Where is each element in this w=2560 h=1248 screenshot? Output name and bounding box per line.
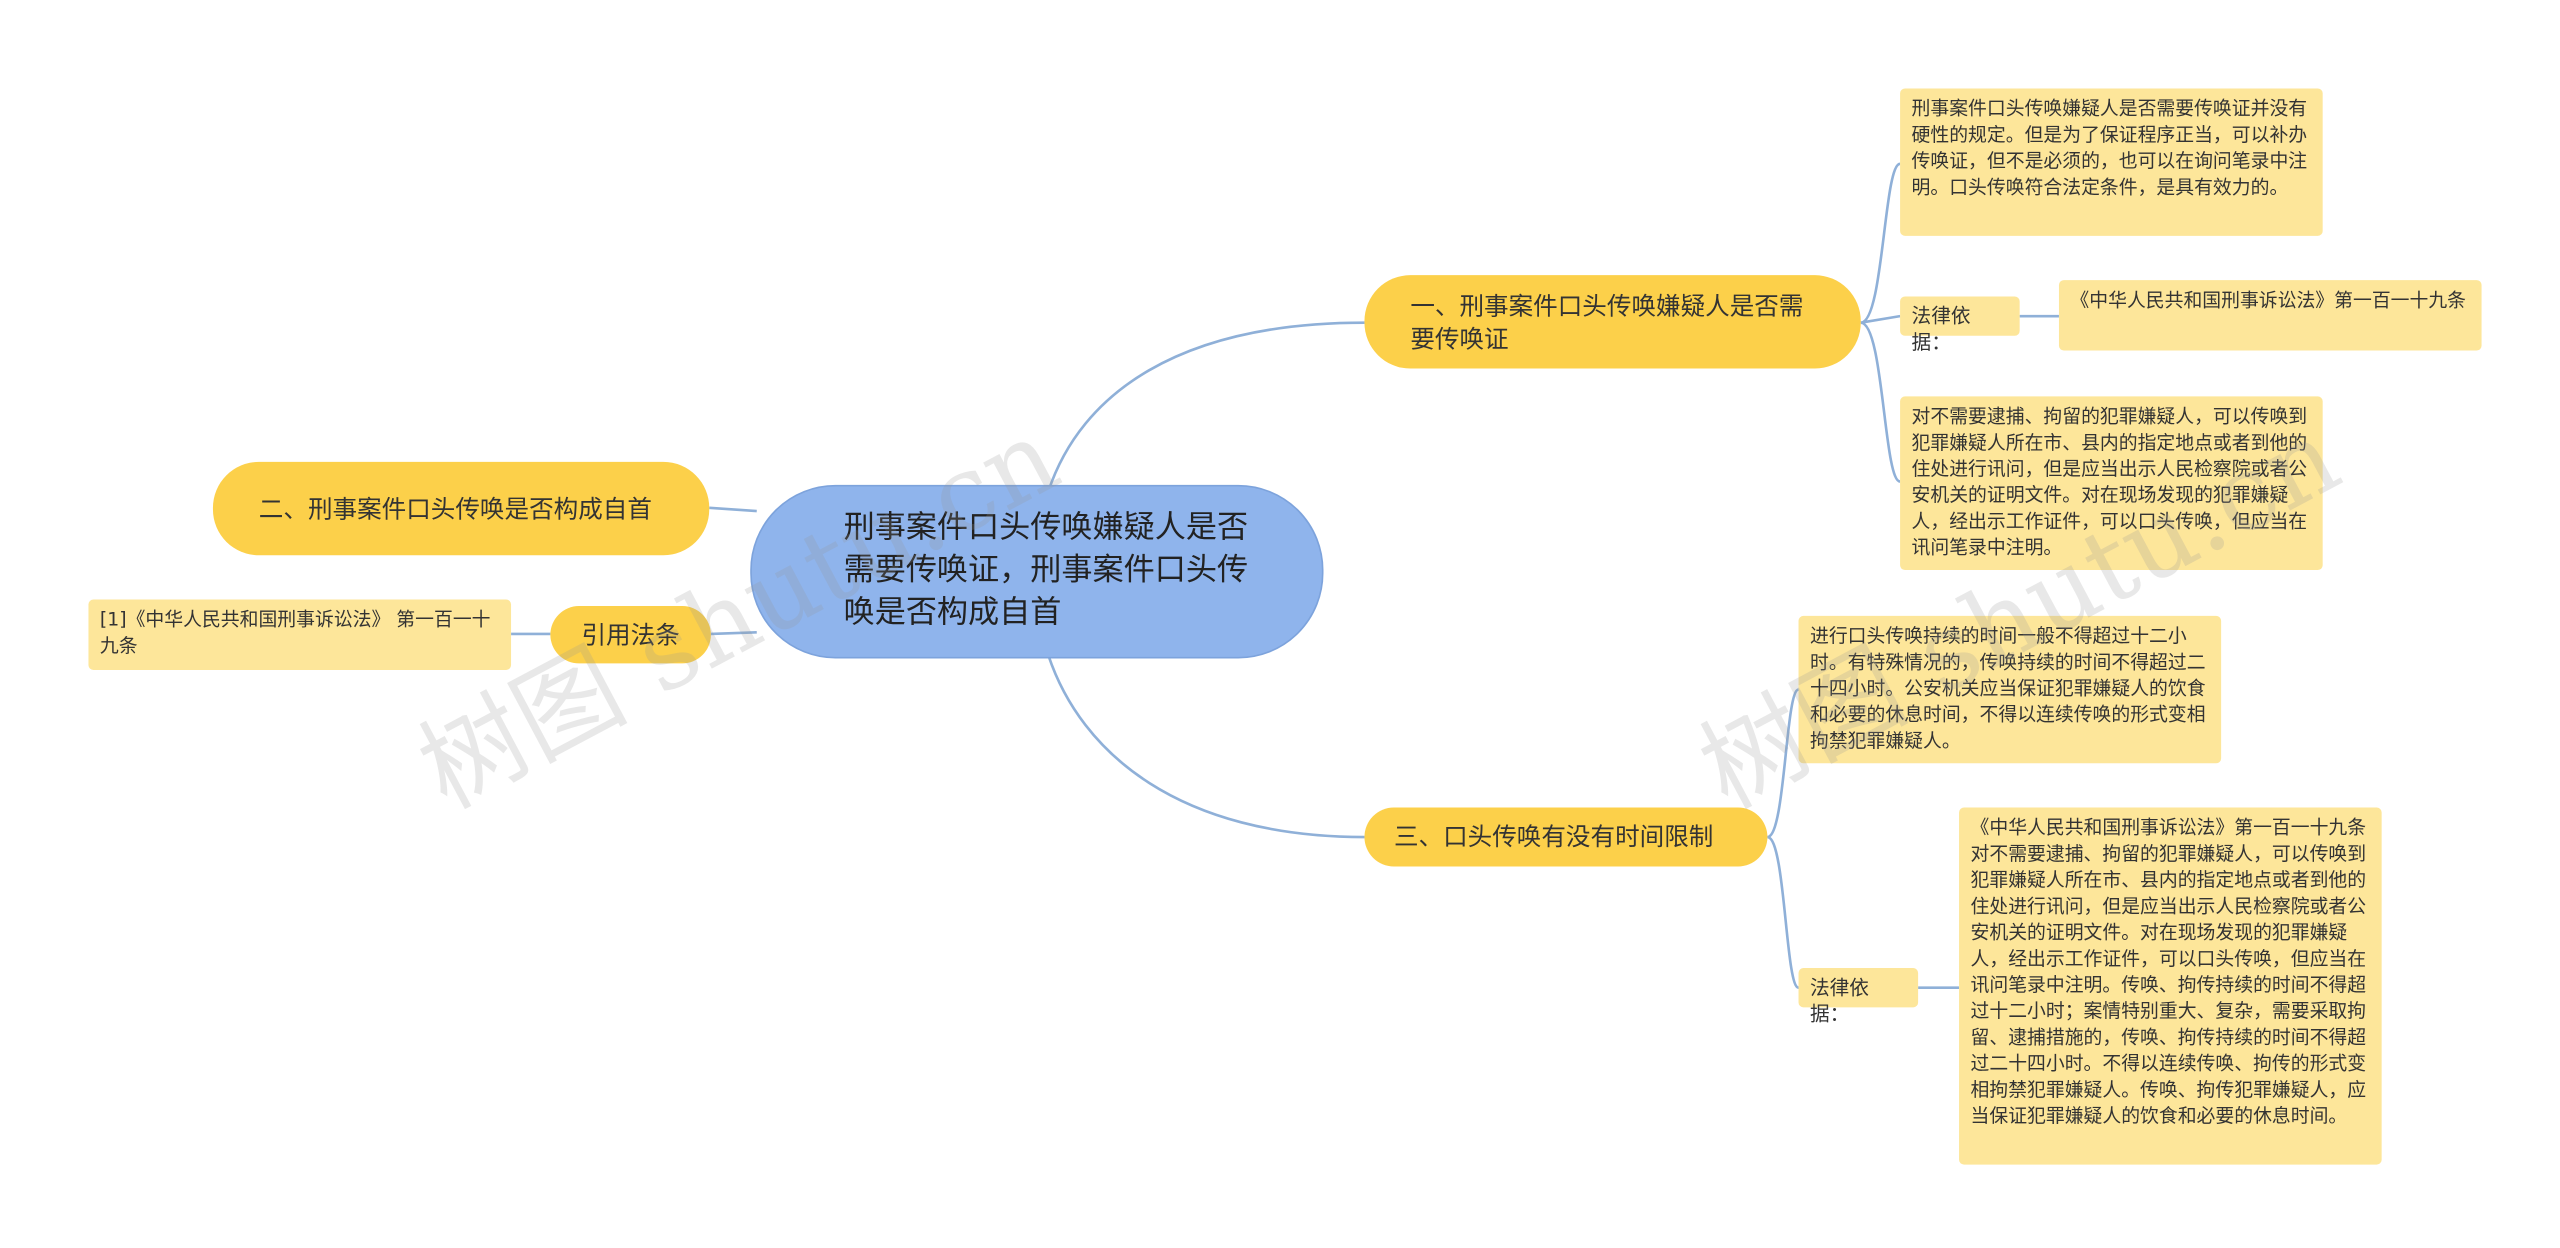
branch-4-title: 引用法条 <box>581 619 680 650</box>
b3-note-1-text: 进行口头传唤持续的时间一般不得超过十二小时。有特殊情况的，传唤持续的时间不得超过… <box>1809 624 2206 752</box>
b1-basis-text[interactable]: 《中华人民共和国刑事诉讼法》第一百一十九条 <box>2058 280 2482 351</box>
branch-3-topic[interactable]: 三、口头传唤有没有时间限制 <box>1364 807 1768 867</box>
b1-note-1-text: 刑事案件口头传唤嫌疑人是否需要传唤证并没有硬性的规定。但是为了保证程序正当，可以… <box>1911 96 2308 199</box>
link-b1-children <box>1860 162 1901 483</box>
root-topic-text: 刑事案件口头传唤嫌疑人是否需要传唤证，刑事案件口头传唤是否构成自首 <box>843 509 1249 631</box>
b3-basis-text-content: 《中华人民共和国刑事诉讼法》第一百一十九条 对不需要逮捕、拘留的犯罪嫌疑人，可以… <box>1970 815 2367 1127</box>
branch-3-title: 三、口头传唤有没有时间限制 <box>1393 822 1714 852</box>
branch-1-topic[interactable]: 一、刑事案件口头传唤嫌疑人是否需要传唤证 <box>1364 275 1861 369</box>
b1-note-2[interactable]: 对不需要逮捕、拘留的犯罪嫌疑人，可以传唤到犯罪嫌疑人所在市、县内的指定地点或者到… <box>1900 396 2323 571</box>
link-root-b2 <box>709 506 757 513</box>
link-root-b3 <box>1047 654 1365 839</box>
b1-note-2-text: 对不需要逮捕、拘留的犯罪嫌疑人，可以传唤到犯罪嫌疑人所在市、县内的指定地点或者到… <box>1911 404 2308 559</box>
root-topic[interactable]: 刑事案件口头传唤嫌疑人是否需要传唤证，刑事案件口头传唤是否构成自首 <box>750 484 1324 659</box>
link-root-b1 <box>1047 321 1365 492</box>
b4-reference-text: [1]《中华人民共和国刑事诉讼法》 第一百一十九条 <box>99 607 491 657</box>
link-root-b4 <box>710 630 757 636</box>
b4-reference[interactable]: [1]《中华人民共和国刑事诉讼法》 第一百一十九条 <box>88 599 512 670</box>
b1-note-1[interactable]: 刑事案件口头传唤嫌疑人是否需要传唤证并没有硬性的规定。但是为了保证程序正当，可以… <box>1900 88 2323 236</box>
link-b3-children <box>1766 688 1800 990</box>
b3-note-1[interactable]: 进行口头传唤持续的时间一般不得超过十二小时。有特殊情况的，传唤持续的时间不得超过… <box>1798 615 2222 764</box>
branch-2-topic[interactable]: 二、刑事案件口头传唤是否构成自首 <box>212 461 710 556</box>
branch-2-title: 二、刑事案件口头传唤是否构成自首 <box>258 493 652 524</box>
b3-basis-label[interactable]: 法律依据： <box>1798 968 1919 1025</box>
b3-basis-label-text: 法律依据： <box>1809 976 1869 1026</box>
b1-basis-label[interactable]: 法律依据： <box>1900 296 2020 354</box>
b1-basis-label-text: 法律依据： <box>1911 304 1971 354</box>
branch-1-title: 一、刑事案件口头传唤嫌疑人是否需要传唤证 <box>1410 290 1804 353</box>
b1-basis-text-content: 《中华人民共和国刑事诉讼法》第一百一十九条 <box>2070 288 2467 312</box>
branch-4-topic[interactable]: 引用法条 <box>550 606 711 664</box>
b3-basis-text[interactable]: 《中华人民共和国刑事诉讼法》第一百一十九条 对不需要逮捕、拘留的犯罪嫌疑人，可以… <box>1959 807 2382 1165</box>
